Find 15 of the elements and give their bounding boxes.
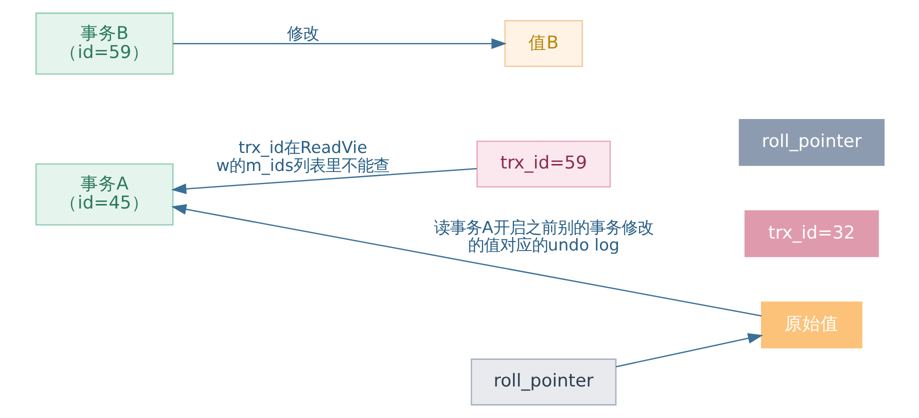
- edge-label: 修改: [286, 24, 318, 44]
- edge-label: trx_id在ReadView的m_ids列表里不能查: [216, 138, 390, 175]
- node-box: trx_id=59: [476, 140, 610, 188]
- arrow: [170, 168, 476, 194]
- node-box: trx_id=32: [744, 210, 878, 258]
- node-box: 事务A （id=45）: [34, 163, 174, 226]
- node-box: roll_pointer: [470, 358, 616, 406]
- node-box: 事务B （id=59）: [34, 12, 174, 75]
- node-box: 值B: [504, 20, 582, 68]
- node-box: roll_pointer: [738, 119, 884, 166]
- arrow: [172, 38, 506, 49]
- node-box: 原始值: [760, 302, 862, 348]
- arrow: [615, 333, 763, 368]
- arrow: [170, 204, 762, 316]
- edge-label: 读事务A开启之前别的事务修改的值对应的undo log: [434, 218, 653, 255]
